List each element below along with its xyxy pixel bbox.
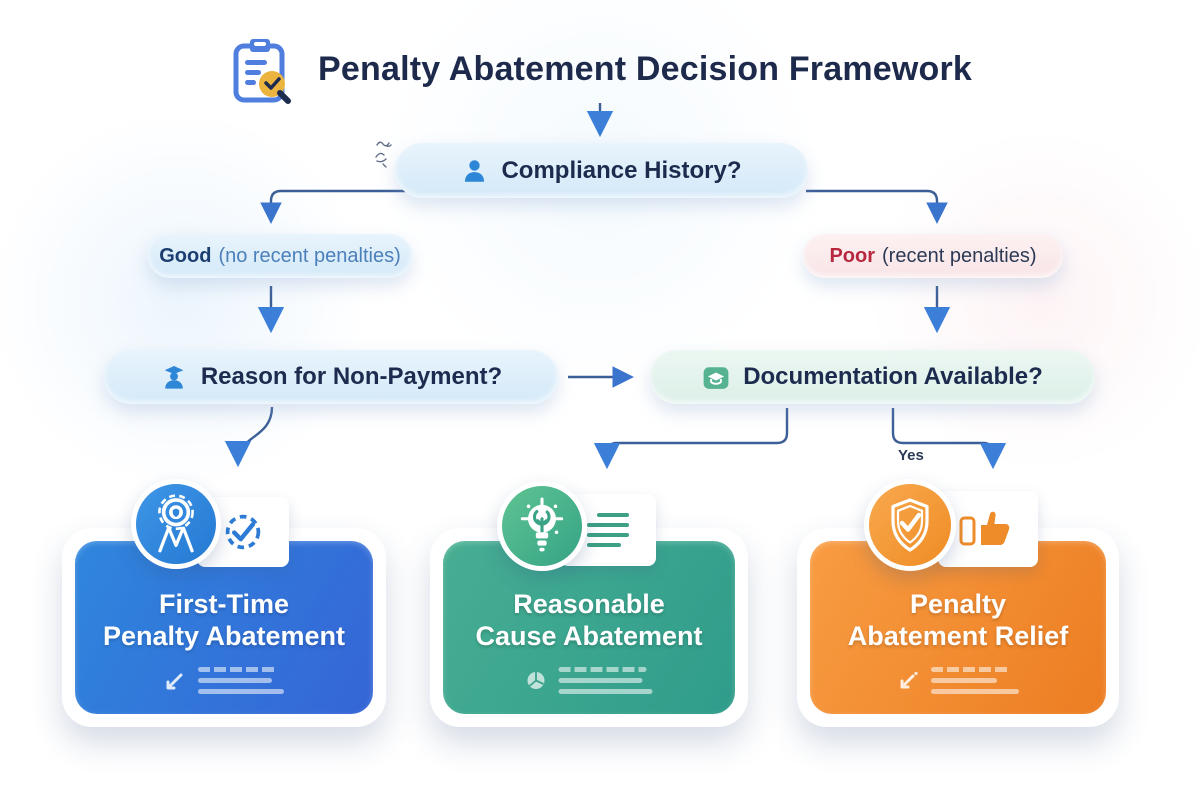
branch-poor-rest: (recent penalties) xyxy=(882,244,1037,267)
outcome-title: Reasonable Cause Abatement xyxy=(475,588,703,651)
document-lines-icon xyxy=(583,508,633,552)
edge-reason-to-card1 xyxy=(224,406,274,468)
edge-compliance-to-poor xyxy=(806,189,948,224)
page-title: Penalty Abatement Decision Framework xyxy=(318,50,973,88)
branch-poor-strong: Poor xyxy=(829,244,876,267)
lightbulb-badge xyxy=(497,481,587,571)
shield-check-badge xyxy=(864,479,956,571)
card-decor xyxy=(526,667,653,694)
box-gradcap-icon xyxy=(702,363,730,391)
edge-compliance-to-good xyxy=(260,189,428,224)
award-ribbon-icon xyxy=(150,494,202,554)
branch-good-strong: Good xyxy=(159,244,212,267)
card-decor xyxy=(164,667,284,694)
scribble-artifact xyxy=(374,138,396,170)
person-cap-icon xyxy=(160,363,188,391)
shield-check-icon xyxy=(885,497,935,553)
header: Penalty Abatement Decision Framework xyxy=(0,0,1200,120)
node-label: Compliance History? xyxy=(501,156,742,184)
clipboard-search-icon xyxy=(228,36,292,106)
node-compliance-history: Compliance History? xyxy=(395,143,808,198)
person-icon xyxy=(461,157,488,184)
thumbs-up-tile xyxy=(938,491,1038,567)
edge-documentation-to-card2 xyxy=(593,408,789,470)
award-ribbon-badge xyxy=(131,479,221,569)
card-decor xyxy=(897,667,1019,694)
node-label: Reason for Non-Payment? xyxy=(200,363,503,390)
thumbs-up-phone-icon xyxy=(957,504,1019,554)
node-documentation-available: Documentation Available? xyxy=(650,350,1095,404)
outcome-title: Penalty Abatement Relief xyxy=(847,588,1069,651)
outcome-card-reasonable-cause: Reasonable Cause Abatement xyxy=(430,528,748,727)
verified-check-icon xyxy=(221,510,265,554)
outcome-card-body: First-Time Penalty Abatement xyxy=(75,541,373,714)
node-reason-non-payment: Reason for Non-Payment? xyxy=(104,350,558,404)
node-label: Documentation Available? xyxy=(743,363,1043,390)
branch-good-rest: (no recent penalties) xyxy=(218,244,401,267)
pie-chart-icon xyxy=(526,670,547,691)
edge-yes-label: Yes xyxy=(898,447,924,464)
outcome-card-body: Reasonable Cause Abatement xyxy=(443,541,735,714)
branch-good: Good (no recent penalties) xyxy=(148,234,412,278)
lightbulb-icon xyxy=(516,497,568,555)
outcome-card-body: Penalty Abatement Relief xyxy=(810,541,1106,714)
outcome-title: First-Time Penalty Abatement xyxy=(102,588,346,651)
tool-arrow-icon xyxy=(164,670,186,692)
branch-poor: Poor (recent penalties) xyxy=(803,234,1063,278)
tool-arrow-icon xyxy=(897,670,919,692)
